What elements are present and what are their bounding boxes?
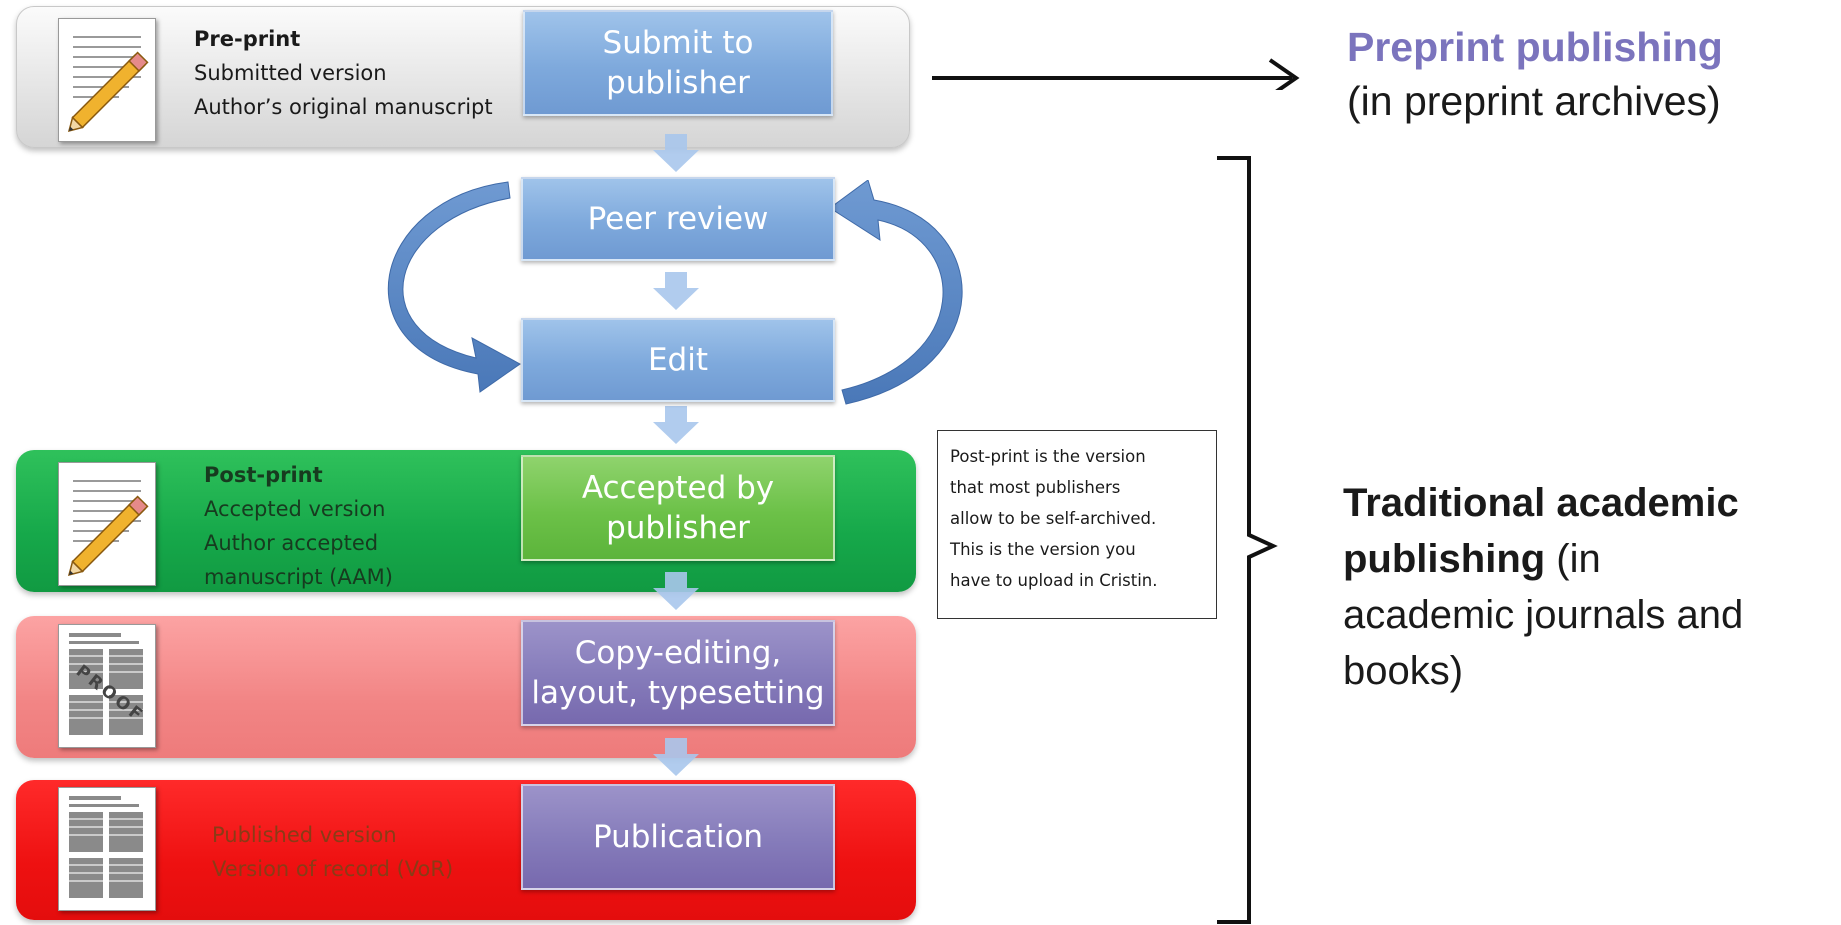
note-line: allow to be self-archived.: [950, 509, 1157, 528]
step-label: Publication: [592, 819, 764, 855]
note-line: have to upload in Cristin.: [950, 571, 1158, 590]
accepted-by-publisher-step: Accepted by publisher: [521, 455, 835, 561]
peer-review-step: Peer review: [521, 177, 835, 261]
step-label: layout, typesetting: [531, 675, 825, 711]
review-cycle-arrows: [387, 180, 963, 405]
brace-icon: [1217, 156, 1278, 924]
step-label: Peer review: [587, 201, 769, 237]
manuscript-pencil-icon: [58, 18, 156, 142]
postprint-description: Post-print Accepted version Author accep…: [204, 458, 393, 594]
step-label: Copy-editing,: [574, 635, 782, 671]
down-arrow-icon: [653, 572, 699, 610]
traditional-title-part: publishing: [1343, 537, 1546, 581]
down-arrow-icon: [653, 738, 699, 776]
traditional-subtitle-part: academic journals and: [1343, 593, 1744, 637]
published-line: Version of record (VoR): [212, 857, 454, 881]
traditional-subtitle-part: (in: [1545, 537, 1601, 581]
note-line: that most publishers: [950, 478, 1121, 497]
down-arrow-icon: [653, 134, 699, 172]
publication-step: Publication: [521, 784, 835, 890]
traditional-publishing-label: Traditional academic publishing (in acad…: [1343, 475, 1833, 699]
step-label: publisher: [606, 65, 750, 101]
postprint-title: Post-print: [204, 463, 323, 487]
step-label: publisher: [606, 510, 750, 546]
right-curved-arrow: [829, 180, 963, 405]
published-document-icon: [58, 787, 156, 911]
preprint-line: Submitted version: [194, 61, 387, 85]
published-line: Published version: [212, 823, 397, 847]
edit-step: Edit: [521, 318, 835, 402]
step-label: Submit to: [602, 25, 754, 61]
submit-to-publisher-step: Submit to publisher: [523, 10, 833, 116]
published-description: Published version Version of record (VoR…: [212, 818, 453, 886]
proof-document-icon: PROOF: [58, 624, 156, 748]
preprint-publishing-title: Preprint publishing: [1347, 24, 1723, 70]
left-curved-arrow: [387, 181, 521, 393]
preprint-title: Pre-print: [194, 27, 301, 51]
note-line: This is the version you: [950, 540, 1136, 559]
copy-editing-step: Copy-editing, layout, typesetting: [521, 620, 835, 726]
note-line: Post-print is the version: [950, 447, 1146, 466]
postprint-line: Accepted version: [204, 497, 386, 521]
traditional-title-part: Traditional academic: [1343, 481, 1739, 525]
postprint-note: Post-print is the version that most publ…: [937, 430, 1217, 619]
step-label: Accepted by: [581, 470, 775, 506]
manuscript-pencil-icon: [58, 462, 156, 586]
postprint-line: Author accepted: [204, 531, 379, 555]
preprint-publishing-subtitle: (in preprint archives): [1347, 78, 1721, 124]
down-arrow-icon: [653, 406, 699, 444]
preprint-line: Author’s original manuscript: [194, 95, 493, 119]
right-arrow-icon: [932, 58, 1300, 90]
preprint-publishing-label: Preprint publishing (in preprint archive…: [1347, 20, 1723, 128]
down-arrow-icon: [653, 272, 699, 310]
postprint-line: manuscript (AAM): [204, 565, 393, 589]
preprint-description: Pre-print Submitted version Author’s ori…: [194, 22, 493, 124]
step-label: Edit: [647, 342, 709, 378]
traditional-subtitle-part: books): [1343, 649, 1464, 693]
